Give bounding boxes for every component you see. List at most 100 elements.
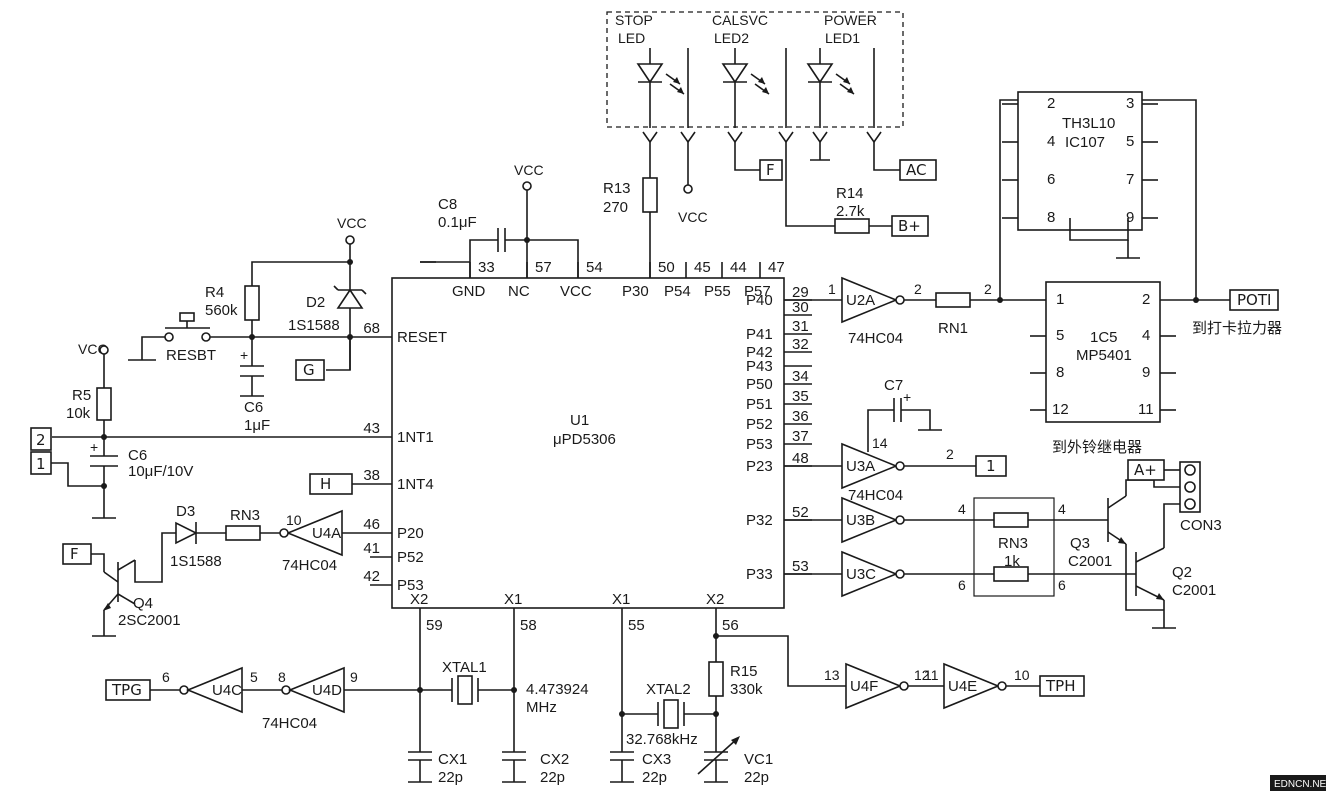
calsvc-led-label: CALSVC bbox=[712, 12, 768, 28]
svg-text:U4F: U4F bbox=[850, 678, 878, 695]
terminal-poti bbox=[1229, 289, 1279, 311]
svg-text:G: G bbox=[303, 361, 315, 379]
svg-text:R5: R5 bbox=[72, 387, 91, 404]
u1-pins: RESET681NT1431NT438P2046P5241P534233GND5… bbox=[363, 259, 812, 634]
svg-text:22p: 22p bbox=[642, 769, 667, 786]
svg-text:2: 2 bbox=[1047, 95, 1055, 112]
svg-text:74HC04: 74HC04 bbox=[848, 330, 903, 347]
terminal-tph bbox=[1039, 675, 1085, 697]
u1-pin-label-p52: P52 bbox=[397, 549, 424, 566]
rn1-resistor bbox=[935, 292, 971, 308]
svg-text:VCC: VCC bbox=[337, 215, 367, 231]
svg-text:13: 13 bbox=[824, 667, 840, 683]
svg-text:F: F bbox=[766, 161, 775, 179]
svg-text:TPH: TPH bbox=[1045, 677, 1076, 695]
u1-pin-num-43: 43 bbox=[363, 420, 380, 437]
u1-pin-label-p52: P52 bbox=[746, 416, 773, 433]
svg-text:22p: 22p bbox=[438, 769, 463, 786]
ic-mp5401: 1C5 MP5401 1 5 8 12 2 4 9 11 POTI 到打卡拉力器… bbox=[1030, 281, 1282, 456]
svg-text:C2001: C2001 bbox=[1068, 553, 1112, 570]
reset-circuit: VCC R4 560k D2 1S1588 RESBT + C6 bbox=[128, 215, 392, 434]
svg-text:C8: C8 bbox=[438, 196, 457, 213]
u1-pin-label-x2: X2 bbox=[410, 591, 428, 608]
u1-pin-label-x1: X1 bbox=[504, 591, 522, 608]
u1-pin-num-38: 38 bbox=[363, 467, 380, 484]
svg-text:2SC2001: 2SC2001 bbox=[118, 612, 181, 629]
svg-text:10μF/10V: 10μF/10V bbox=[128, 463, 193, 480]
u1-pin-label-p30: P30 bbox=[622, 283, 649, 300]
svg-text:9: 9 bbox=[1142, 364, 1150, 381]
u1-pin-label-p51: P51 bbox=[746, 396, 773, 413]
svg-text:A+: A+ bbox=[1134, 461, 1157, 479]
u1-pin-label-p32: P32 bbox=[746, 512, 773, 529]
vcc-label-r13: VCC bbox=[678, 209, 708, 225]
svg-text:IC107: IC107 bbox=[1065, 134, 1105, 151]
u3a-path: U3A 74HC04 1 2 14 + C7 bbox=[784, 377, 1007, 504]
svg-text:Q3: Q3 bbox=[1070, 535, 1090, 552]
power-led1-label: LED1 bbox=[825, 30, 860, 46]
svg-text:74HC04: 74HC04 bbox=[262, 715, 317, 732]
u1-pin-label-p55: P55 bbox=[704, 283, 731, 300]
svg-text:74HC04: 74HC04 bbox=[848, 487, 903, 504]
u1-pin-num-47: 47 bbox=[768, 259, 785, 276]
u1-top-wiring: VCC C8 0.1μF bbox=[420, 162, 579, 278]
svg-text:10: 10 bbox=[1014, 667, 1030, 683]
svg-text:32.768kHz: 32.768kHz bbox=[626, 731, 698, 748]
r4-resistor bbox=[244, 285, 260, 321]
u1-pin-label-1nt4: 1NT4 bbox=[397, 476, 434, 493]
u1-pin-label-p50: P50 bbox=[746, 376, 773, 393]
u1-pin-label-p54: P54 bbox=[664, 283, 691, 300]
u1-pin-num-33: 33 bbox=[478, 259, 495, 276]
svg-text:10k: 10k bbox=[66, 405, 91, 422]
svg-text:8: 8 bbox=[1056, 364, 1064, 381]
svg-text:RN3: RN3 bbox=[998, 535, 1028, 552]
svg-text:22p: 22p bbox=[540, 769, 565, 786]
u1-pin-num-42: 42 bbox=[363, 568, 380, 585]
svg-text:270: 270 bbox=[603, 199, 628, 216]
u1-pin-num-32: 32 bbox=[792, 336, 809, 353]
svg-text:5: 5 bbox=[250, 669, 258, 685]
svg-text:CX2: CX2 bbox=[540, 751, 569, 768]
svg-text:U4D: U4D bbox=[312, 682, 342, 699]
rn3-package bbox=[973, 497, 1055, 597]
r13-resistor: R13 270 bbox=[603, 177, 658, 278]
svg-text:B+: B+ bbox=[898, 217, 921, 235]
svg-text:4.473924: 4.473924 bbox=[526, 681, 589, 698]
svg-text:12: 12 bbox=[1052, 401, 1069, 418]
r15-resistor bbox=[708, 661, 724, 697]
svg-text:6: 6 bbox=[1058, 577, 1066, 593]
terminal-g bbox=[295, 359, 325, 381]
u1-pin-num-50: 50 bbox=[658, 259, 675, 276]
svg-text:R14: R14 bbox=[836, 185, 864, 202]
svg-text:+: + bbox=[240, 347, 248, 363]
u4a-path: U4A 10 74HC04 bbox=[279, 509, 392, 586]
terminal-bplus bbox=[891, 215, 929, 237]
led-connectors bbox=[642, 131, 882, 144]
u4e-gate bbox=[943, 662, 1001, 710]
svg-text:U2A: U2A bbox=[846, 292, 875, 309]
led-group: STOP LED CALSVC LED2 POWER LED1 bbox=[606, 11, 937, 227]
u1-pin-label-p23: P23 bbox=[746, 458, 773, 475]
svg-text:D3: D3 bbox=[176, 503, 195, 520]
d2-diode bbox=[336, 288, 364, 309]
svg-text:560k: 560k bbox=[205, 302, 238, 319]
svg-text:4: 4 bbox=[958, 501, 966, 517]
svg-text:1: 1 bbox=[986, 457, 996, 475]
u1-pin-num-41: 41 bbox=[363, 540, 380, 557]
svg-text:RESBT: RESBT bbox=[166, 347, 216, 364]
svg-text:MHz: MHz bbox=[526, 699, 557, 716]
stop-led-sublabel: LED bbox=[618, 30, 645, 46]
u2a-path: U2A 1 2 74HC04 RN1 2 bbox=[784, 276, 1030, 347]
d3-diode bbox=[175, 521, 198, 545]
svg-text:14: 14 bbox=[872, 435, 888, 451]
u1-pin-num-54: 54 bbox=[586, 259, 603, 276]
int1-circuit: VCC R5 10k 2 1 + C6 10μF/10V bbox=[30, 341, 392, 519]
svg-text:10: 10 bbox=[286, 512, 302, 528]
svg-text:CON3: CON3 bbox=[1180, 517, 1222, 534]
u1-pin-num-68: 68 bbox=[363, 320, 380, 337]
svg-text:C7: C7 bbox=[884, 377, 903, 394]
svg-text:TH3L10: TH3L10 bbox=[1062, 115, 1115, 132]
svg-text:R13: R13 bbox=[603, 180, 631, 197]
u1-pin-num-57: 57 bbox=[535, 259, 552, 276]
